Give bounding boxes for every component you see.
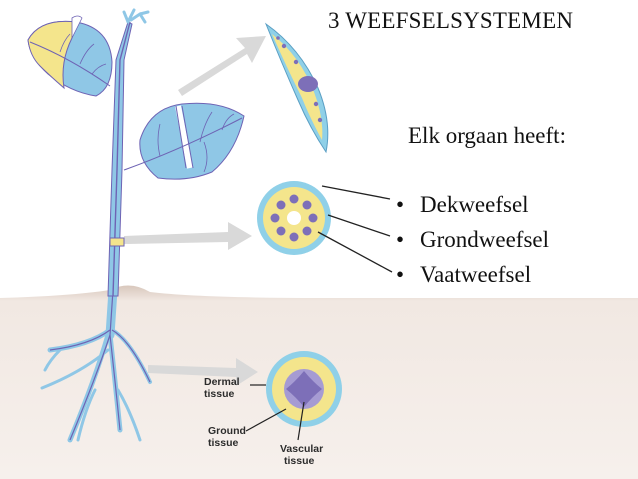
middle-leaf: [123, 102, 245, 180]
bullet-label: Dekweefsel: [420, 192, 529, 217]
bullet-label: Vaatweefsel: [420, 262, 532, 287]
bullet-vaatweefsel: • Vaatweefsel: [396, 257, 549, 292]
bullet-marker: •: [396, 192, 405, 217]
stem: [107, 21, 133, 297]
ground-tissue-label-line1: Ground: [208, 425, 246, 437]
pointer-arrows: [124, 36, 266, 386]
arrow-to-stem: [124, 222, 252, 250]
root-cross-section: [266, 351, 342, 427]
bullet-dekweefsel: • Dekweefsel: [396, 187, 549, 222]
dermal-tissue-label-line1: Dermal: [204, 376, 240, 388]
arrow-to-root: [148, 358, 258, 386]
root-section-label-lines: [245, 384, 305, 441]
stem-tip: [122, 8, 150, 24]
bullet-label: Grondweefsel: [420, 227, 550, 252]
stem-vein: [112, 21, 131, 297]
stem-section-marker: [109, 237, 125, 247]
slide-title: 3 WEEFSELSYSTEMEN: [328, 8, 574, 33]
ground-tissue-label-line2: tissue: [208, 437, 239, 449]
root-veins: [49, 289, 151, 441]
vascular-tissue-label-line2: tissue: [284, 455, 315, 467]
bullet-marker: •: [396, 262, 405, 287]
stem-cross-section: [257, 181, 331, 255]
bullet-marker: •: [396, 227, 405, 252]
tissue-bullet-list: • Dekweefsel • Grondweefsel • Vaatweefsel: [396, 187, 549, 292]
dermal-tissue-label-line2: tissue: [204, 388, 235, 400]
intro-text: Elk orgaan heeft:: [408, 123, 566, 148]
connector-lines: [317, 185, 393, 273]
left-leaf: [27, 15, 113, 97]
bullet-grondweefsel: • Grondweefsel: [396, 222, 549, 257]
leaf-cross-section: [264, 22, 329, 154]
arrow-to-leaf: [178, 36, 266, 96]
vascular-tissue-label-line1: Vascular: [280, 443, 323, 455]
